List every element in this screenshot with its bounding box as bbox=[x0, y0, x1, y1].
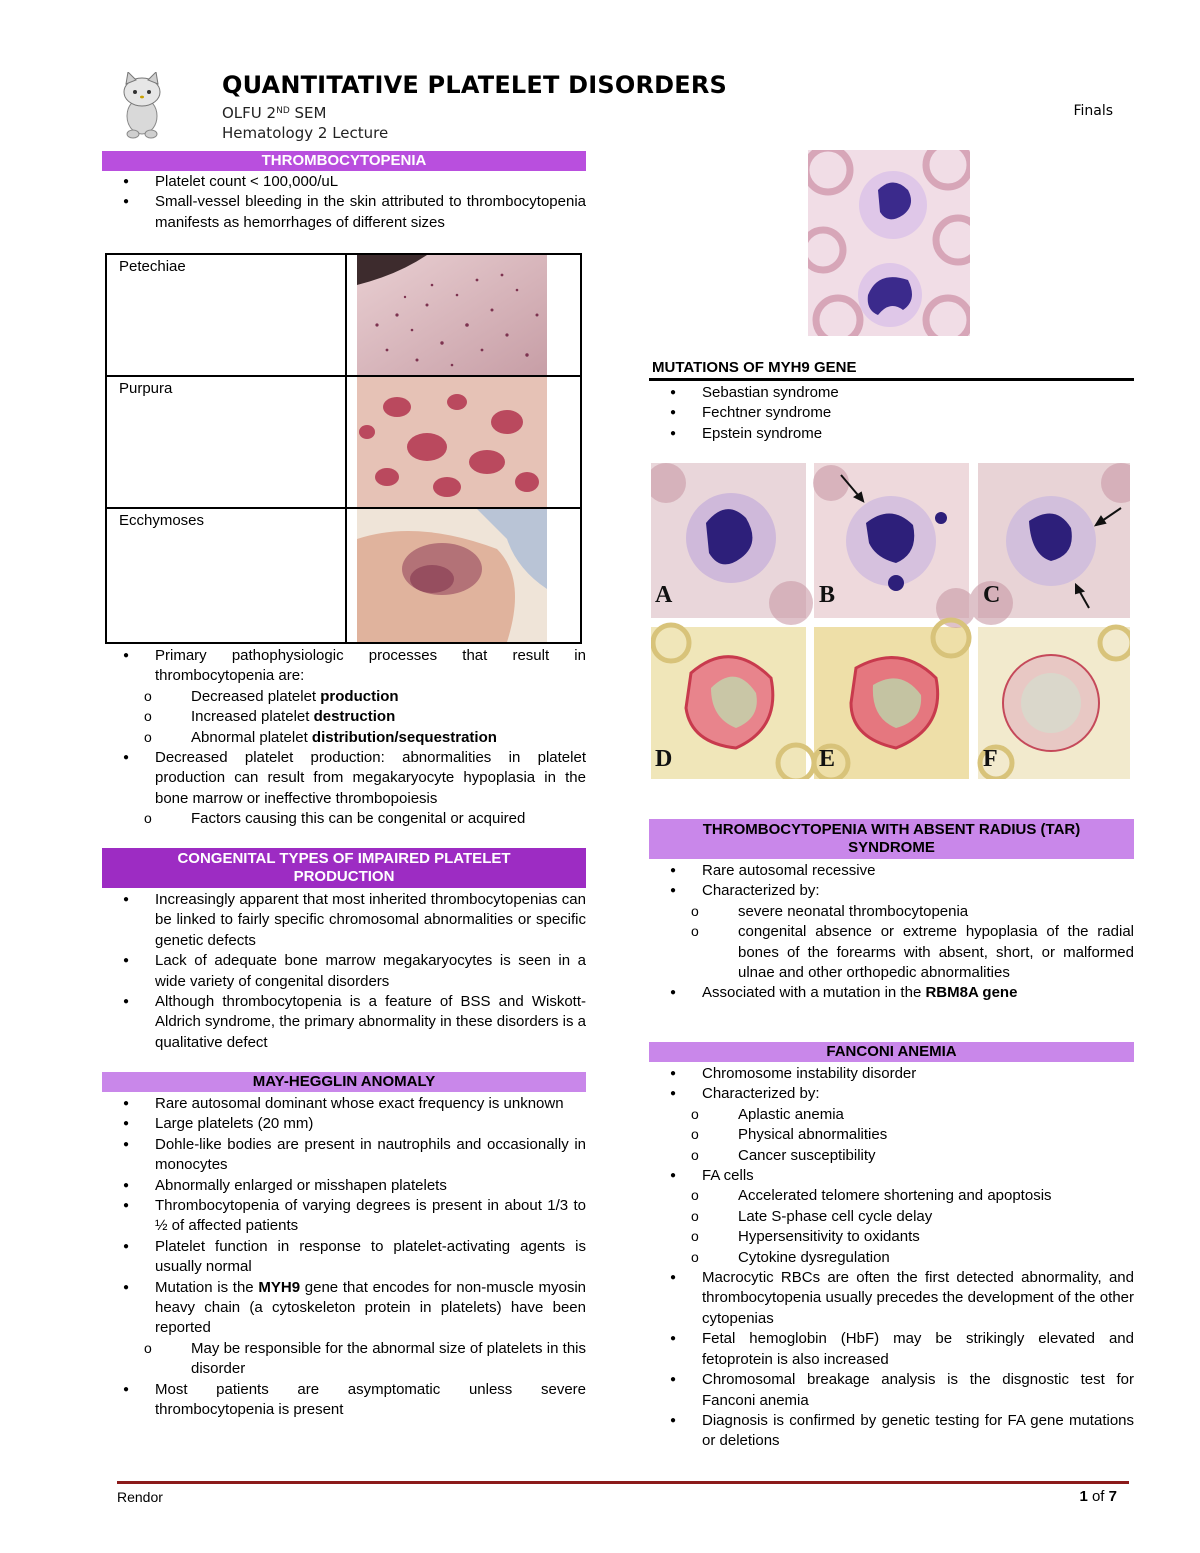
table-cell-label: Petechiae bbox=[119, 258, 186, 275]
bullet-item: Fechtner syndrome bbox=[649, 403, 1134, 424]
petechiae-photo bbox=[357, 255, 547, 375]
document-title: QUANTITATIVE PLATELET DISORDERS bbox=[222, 71, 728, 99]
fanconi-bullets: Chromosome instability disorder Characte… bbox=[649, 1064, 1134, 1452]
sub-bullet-item: Cytokine dysregulation bbox=[649, 1247, 1134, 1268]
panel-label: C bbox=[983, 582, 1001, 608]
tar-bullets: Rare autosomal recessive Characterized b… bbox=[649, 861, 1134, 1004]
sub-bullet-item: Cancer susceptibility bbox=[649, 1145, 1134, 1166]
bullet-item: Diagnosis is confirmed by genetic testin… bbox=[649, 1411, 1134, 1452]
bullet-item: Although thrombocytopenia is a feature o… bbox=[102, 992, 586, 1053]
panel-label: D bbox=[655, 746, 673, 772]
section-heading-congenital: CONGENITAL TYPES OF IMPAIRED PLATELET PR… bbox=[102, 848, 586, 888]
footer-author: Rendor bbox=[117, 1489, 163, 1505]
exam-period-label: Finals bbox=[1073, 103, 1113, 119]
may-hegglin-bullets: Rare autosomal dominant whose exact freq… bbox=[102, 1094, 586, 1421]
myh9-micrograph-grid: A B C D E F bbox=[646, 463, 1141, 784]
table-cell-label: Ecchymoses bbox=[119, 512, 205, 529]
bullet-item: Large platelets (20 mm) bbox=[102, 1114, 586, 1135]
bullet-item: Primary pathophysiologic processes that … bbox=[102, 646, 586, 687]
sub-bullet-item: Abnormal platelet distribution/sequestra… bbox=[102, 727, 586, 748]
bullet-item: Decreased platelet production: abnormali… bbox=[102, 748, 586, 809]
sub-bullet-item: Accelerated telomere shortening and apop… bbox=[649, 1185, 1134, 1206]
bullet-item: Epstein syndrome bbox=[649, 424, 1134, 445]
panel-label: E bbox=[819, 746, 836, 772]
bullet-item: Characterized by: bbox=[649, 1084, 1134, 1105]
table-cell-label: Purpura bbox=[119, 380, 173, 397]
bullet-item: Platelet function in response to platele… bbox=[102, 1237, 586, 1278]
sub-bullet-item: congenital absence or extreme hypoplasia… bbox=[649, 921, 1134, 983]
bullet-item: Increasingly apparent that most inherite… bbox=[102, 890, 586, 951]
course-subject: Hematology 2 Lecture bbox=[222, 124, 389, 142]
section-heading-tar: THROMBOCYTOPENIA WITH ABSENT RADIUS (TAR… bbox=[649, 819, 1134, 859]
sub-bullet-item: Decreased platelet production bbox=[102, 686, 586, 707]
bullet-item: Small-vessel bleeding in the skin attrib… bbox=[102, 192, 586, 233]
bullet-item: Mutation is the MYH9 gene that encodes f… bbox=[102, 1278, 586, 1339]
sub-bullet-item: Physical abnormalities bbox=[649, 1124, 1134, 1145]
sub-bullet-item: severe neonatal thrombocytopenia bbox=[649, 901, 1134, 922]
sub-bullet-item: Hypersensitivity to oxidants bbox=[649, 1226, 1134, 1247]
thrombocytopenia-bullets: Platelet count < 100,000/uL Small-vessel… bbox=[102, 172, 586, 233]
sub-bullet-item: Increased platelet destruction bbox=[102, 706, 586, 727]
footer-rule bbox=[117, 1481, 1129, 1484]
page-number: 1 of 7 bbox=[1079, 1488, 1117, 1505]
bullet-item: Rare autosomal recessive bbox=[649, 861, 1134, 882]
bullet-item: Characterized by: bbox=[649, 881, 1134, 902]
bullet-item: Abnormally enlarged or misshapen platele… bbox=[102, 1176, 586, 1197]
section-heading-thrombocytopenia: THROMBOCYTOPENIA bbox=[102, 151, 586, 171]
sub-bullet-item: Late S-phase cell cycle delay bbox=[649, 1206, 1134, 1227]
ecchymoses-photo bbox=[357, 509, 547, 642]
bullet-item: Fetal hemoglobin (HbF) may be strikingly… bbox=[649, 1329, 1134, 1370]
bullet-item: Associated with a mutation in the RBM8A … bbox=[649, 983, 1134, 1004]
pathophysiology-bullets: Primary pathophysiologic processes that … bbox=[102, 646, 586, 830]
sub-bullet-item: Aplastic anemia bbox=[649, 1104, 1134, 1125]
bullet-item: Lack of adequate bone marrow megakaryocy… bbox=[102, 951, 586, 992]
sub-bullet-item: May be responsible for the abnormal size… bbox=[102, 1338, 586, 1380]
section-heading-may-hegglin: MAY-HEGGLIN ANOMALY bbox=[102, 1072, 586, 1092]
bullet-item: Thrombocytopenia of varying degrees is p… bbox=[102, 1196, 586, 1237]
table-row: Purpura bbox=[107, 377, 580, 509]
panel-label: B bbox=[819, 582, 836, 608]
section-heading-myh9: MUTATIONS OF MYH9 GENE bbox=[652, 359, 857, 376]
bullet-item: FA cells bbox=[649, 1166, 1134, 1187]
myh9-bullets: Sebastian syndrome Fechtner syndrome Eps… bbox=[649, 383, 1134, 445]
bullet-item: Platelet count < 100,000/uL bbox=[102, 172, 586, 193]
skin-hemorrhage-table: Petechiae Purpura bbox=[105, 253, 582, 644]
bullet-item: Dohle-like bodies are present in nautrop… bbox=[102, 1135, 586, 1176]
bullet-item: Macrocytic RBCs are often the first dete… bbox=[649, 1268, 1134, 1329]
sub-bullet-item: Factors causing this can be congenital o… bbox=[102, 808, 586, 829]
bullet-item: Sebastian syndrome bbox=[649, 383, 1134, 404]
purpura-photo bbox=[357, 377, 547, 507]
cat-mascot-logo bbox=[117, 70, 167, 140]
section-heading-fanconi: FANCONI ANEMIA bbox=[649, 1042, 1134, 1062]
table-row: Petechiae bbox=[107, 255, 580, 377]
panel-label: F bbox=[983, 746, 998, 772]
bullet-item: Most patients are asymptomatic unless se… bbox=[102, 1380, 586, 1421]
dohle-body-micrograph bbox=[799, 139, 984, 346]
table-divider bbox=[345, 255, 347, 642]
bullet-item: Chromosomal breakage analysis is the dis… bbox=[649, 1370, 1134, 1411]
panel-label: A bbox=[655, 582, 673, 608]
course-semester: OLFU 2ND SEM bbox=[222, 104, 327, 122]
bullet-item: Chromosome instability disorder bbox=[649, 1064, 1134, 1085]
bullet-item: Rare autosomal dominant whose exact freq… bbox=[102, 1094, 586, 1115]
table-row: Ecchymoses bbox=[107, 509, 580, 644]
section-rule bbox=[649, 378, 1134, 381]
congenital-bullets: Increasingly apparent that most inherite… bbox=[102, 890, 586, 1053]
